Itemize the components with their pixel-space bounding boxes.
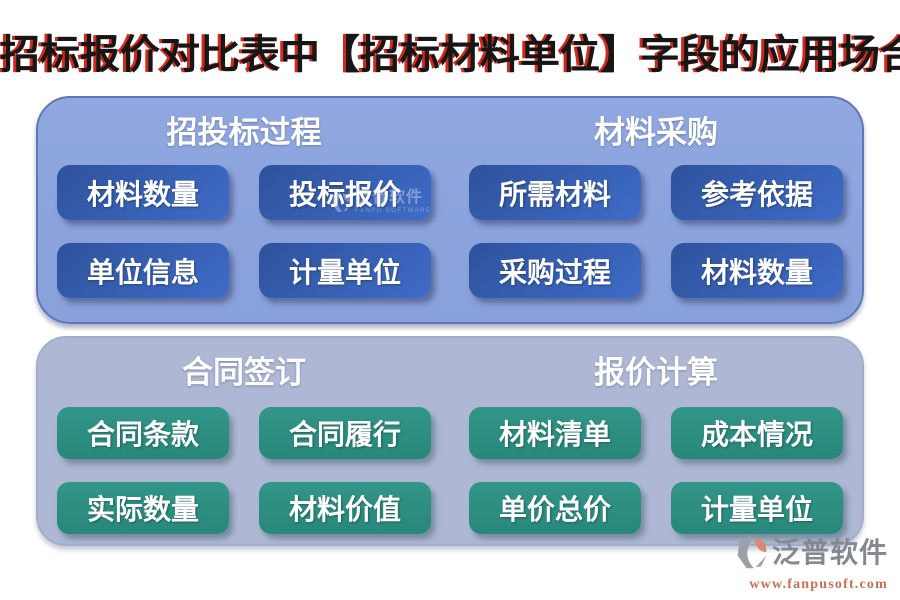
brand-url: www.fanpusoft.com xyxy=(749,577,888,592)
page-title: 招标报价对比表中【招标材料单位】字段的应用场合 xyxy=(0,32,900,77)
section-header-quote-calculation: 报价计算 xyxy=(594,355,718,390)
button-grid: 材料数量 投标报价 单位信息 计量单位 xyxy=(57,165,431,298)
section-header-bid-process: 招投标过程 xyxy=(166,115,322,150)
fanpu-logo-icon xyxy=(734,533,770,575)
button-grid: 材料清单 成本情况 单价总价 计量单位 xyxy=(469,407,843,534)
field-pill-purchase-process: 采购过程 xyxy=(469,243,641,298)
fanpu-brand-block: 泛普软件 www.fanpusoft.com xyxy=(734,533,888,592)
field-pill-material-list: 材料清单 xyxy=(469,407,641,459)
section-material-purchase: 材料采购 所需材料 参考依据 采购过程 材料数量 xyxy=(450,98,862,322)
section-contract-signing: 合同签订 合同条款 合同履行 实际数量 材料价值 xyxy=(38,338,450,544)
field-pill-material-qty: 材料数量 xyxy=(57,165,229,220)
field-pill-measure-unit2: 计量单位 xyxy=(671,482,843,534)
field-pill-measure-unit: 计量单位 xyxy=(259,243,431,298)
brand-name: 泛普软件 xyxy=(771,538,888,569)
field-pill-unit-info: 单位信息 xyxy=(57,243,229,298)
section-header-material-purchase: 材料采购 xyxy=(594,115,718,150)
field-pill-actual-qty: 实际数量 xyxy=(57,482,229,534)
field-pill-cost-situation: 成本情况 xyxy=(671,407,843,459)
button-grid: 合同条款 合同履行 实际数量 材料价值 xyxy=(57,407,431,534)
field-pill-bid-quote: 投标报价 xyxy=(259,165,431,220)
section-quote-calculation: 报价计算 材料清单 成本情况 单价总价 计量单位 xyxy=(450,338,862,544)
section-bid-process: 招投标过程 材料数量 投标报价 单位信息 计量单位 xyxy=(38,98,450,322)
button-grid: 所需材料 参考依据 采购过程 材料数量 xyxy=(469,165,843,298)
field-pill-material-qty2: 材料数量 xyxy=(671,243,843,298)
field-pill-contract-perform: 合同履行 xyxy=(259,407,431,459)
field-pill-reference-basis: 参考依据 xyxy=(671,165,843,220)
field-pill-contract-terms: 合同条款 xyxy=(57,407,229,459)
panel-contract-phase: 合同签订 合同条款 合同履行 实际数量 材料价值 报价计算 材料清单 成本情况 … xyxy=(36,336,864,546)
field-pill-required-material: 所需材料 xyxy=(469,165,641,220)
panel-bidding-phase: 招投标过程 材料数量 投标报价 单位信息 计量单位 材料采购 所需材料 参考依据… xyxy=(36,96,864,324)
field-pill-unit-total-price: 单价总价 xyxy=(469,482,641,534)
section-header-contract-signing: 合同签订 xyxy=(182,355,306,390)
field-pill-material-value: 材料价值 xyxy=(259,482,431,534)
